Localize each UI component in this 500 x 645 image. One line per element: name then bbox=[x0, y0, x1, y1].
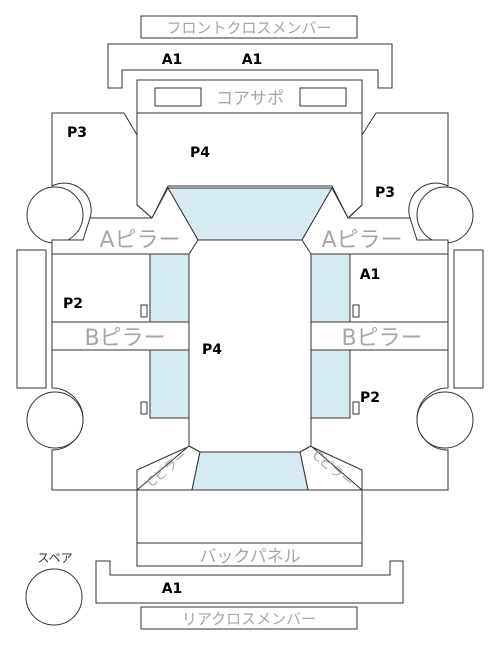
right-side-sill[interactable] bbox=[453, 249, 484, 389]
front-cross-member-box[interactable] bbox=[140, 15, 358, 39]
rear-cross-member-box[interactable] bbox=[140, 606, 358, 630]
left-b-pillar-label: Bピラー bbox=[84, 326, 165, 351]
right-a-pillar-label: Aピラー bbox=[321, 228, 402, 253]
rear-grade: A1 bbox=[162, 581, 183, 597]
right-front-fender[interactable] bbox=[346, 112, 449, 219]
right-front-door-handle[interactable] bbox=[352, 304, 360, 318]
right-fender-grade: P3 bbox=[375, 185, 395, 201]
rear-bumper-outline[interactable] bbox=[95, 560, 404, 604]
front-right-tire[interactable] bbox=[416, 186, 474, 244]
rear-right-tire[interactable] bbox=[416, 391, 474, 449]
left-side-sill[interactable] bbox=[16, 249, 47, 389]
left-headlight[interactable] bbox=[154, 87, 202, 107]
front-cross-member-label: フロントクロスメンバー bbox=[166, 19, 331, 37]
right-rear-grade: P2 bbox=[360, 390, 380, 406]
back-panel-label: バックパネル bbox=[199, 547, 300, 567]
spare-tire[interactable] bbox=[25, 568, 83, 626]
right-headlight[interactable] bbox=[299, 87, 347, 107]
roof-grade: P4 bbox=[202, 342, 222, 358]
hood-grade: P4 bbox=[190, 145, 210, 161]
left-door-grade: P2 bbox=[63, 296, 83, 312]
left-rear-door-glass[interactable] bbox=[149, 349, 190, 419]
front-bumper-outline[interactable] bbox=[107, 43, 393, 89]
front-left-grade: A1 bbox=[162, 52, 183, 68]
spare-label: スペア bbox=[37, 551, 72, 565]
left-front-door-glass[interactable] bbox=[149, 253, 190, 323]
right-b-pillar[interactable] bbox=[310, 321, 449, 351]
left-front-fender[interactable] bbox=[51, 112, 154, 219]
right-front-door-glass[interactable] bbox=[310, 253, 351, 323]
right-b-pillar-label: Bピラー bbox=[341, 326, 422, 351]
trunk-lid[interactable] bbox=[136, 489, 363, 544]
left-rear-door-handle[interactable] bbox=[140, 401, 148, 415]
rear-left-tire[interactable] bbox=[26, 391, 84, 449]
right-door-grade: A1 bbox=[360, 267, 381, 283]
left-a-pillar-label: Aピラー bbox=[99, 228, 180, 253]
right-rear-door-glass[interactable] bbox=[310, 349, 351, 419]
rear-cross-member-label: リアクロスメンバー bbox=[182, 610, 316, 628]
rear-window[interactable] bbox=[191, 451, 309, 491]
back-panel-box[interactable] bbox=[136, 542, 363, 567]
left-front-door-handle[interactable] bbox=[140, 304, 148, 318]
front-right-grade: A1 bbox=[242, 52, 263, 68]
core-support-label: コアサポ bbox=[216, 89, 284, 109]
left-fender-grade: P3 bbox=[67, 125, 87, 141]
right-rear-door-handle[interactable] bbox=[352, 401, 360, 415]
front-left-tire[interactable] bbox=[26, 186, 84, 244]
left-b-pillar[interactable] bbox=[51, 321, 190, 351]
